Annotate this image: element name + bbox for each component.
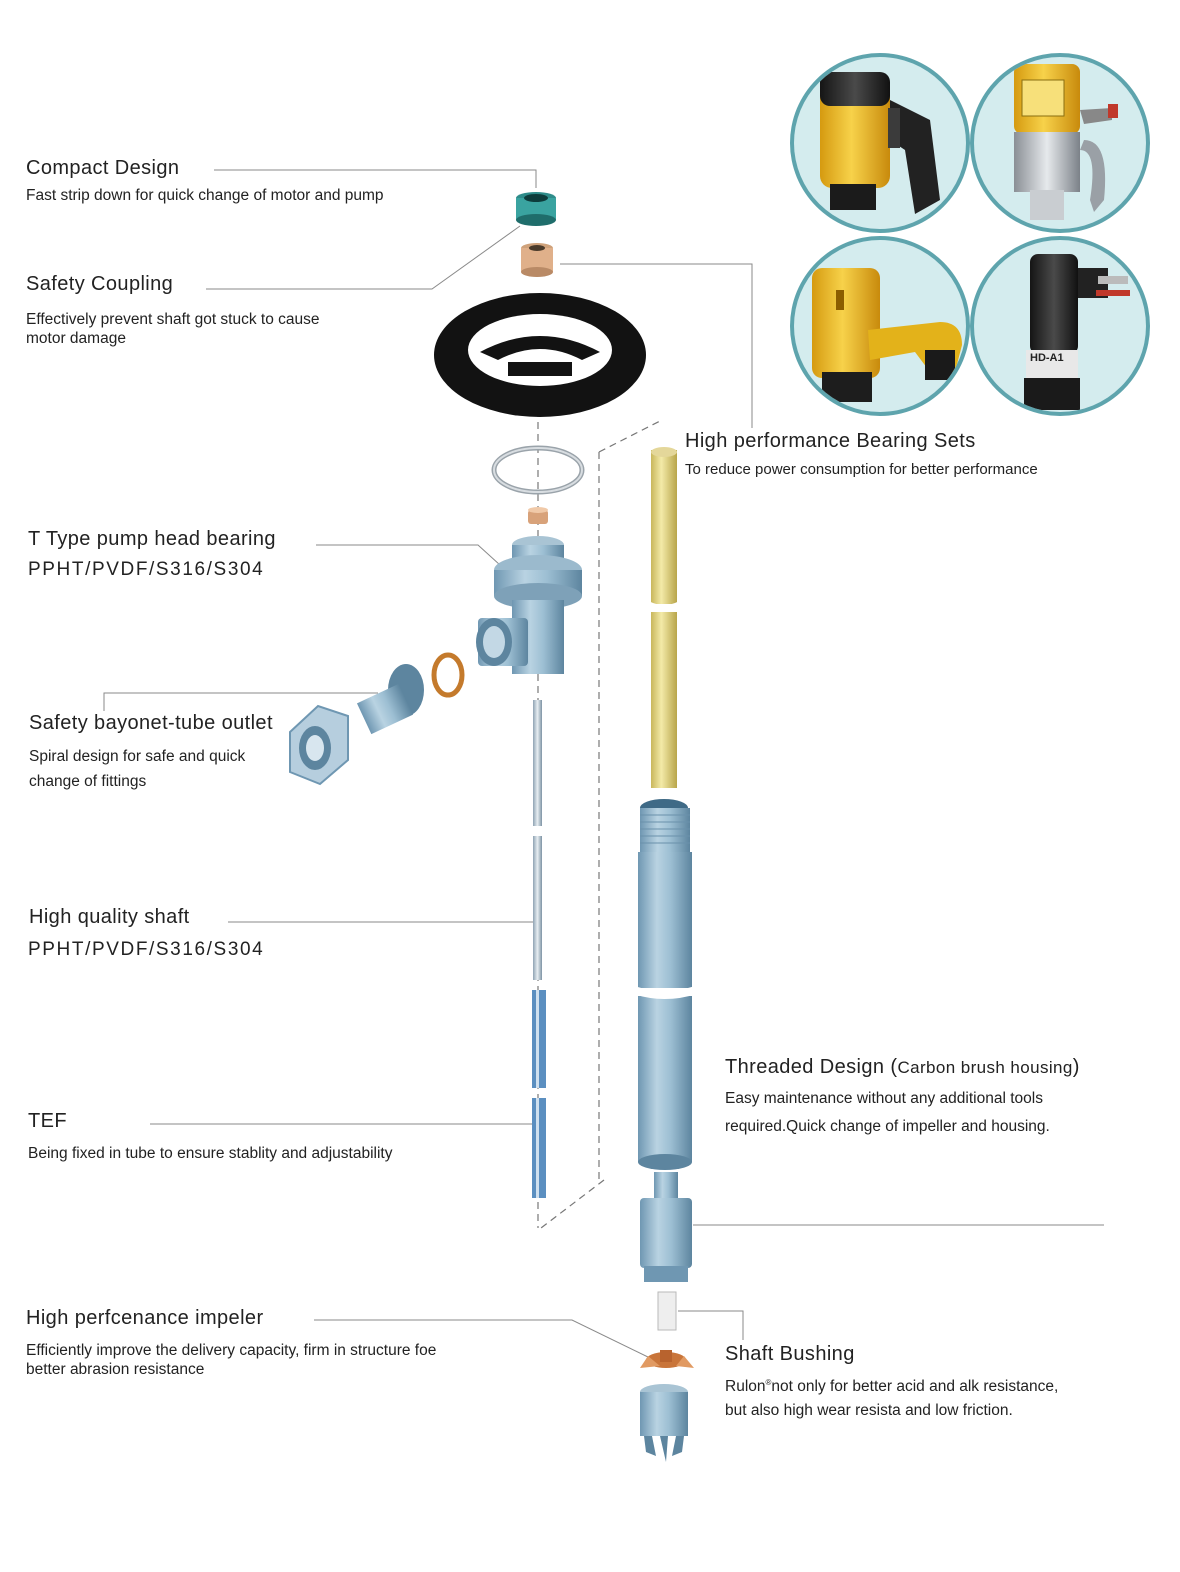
- bayonet-nut: [289, 704, 349, 786]
- pump-housing: [640, 1172, 692, 1282]
- threaded-design-title-main: Threaded Design: [725, 1056, 885, 1078]
- threaded-design-paren-text: Carbon brush housing: [897, 1058, 1073, 1077]
- model-plate-hd-a1: HD-A1: [1030, 352, 1064, 364]
- t-type-bearing-spec: PPHT/PVDF/S316/S304: [28, 559, 265, 580]
- leader-compact-design: [214, 169, 537, 188]
- compact-design-desc: Fast strip down for quick change of moto…: [26, 187, 384, 204]
- shaft-bushing-part: [657, 1291, 677, 1331]
- registered-mark: ®: [765, 1378, 772, 1387]
- compact-coupling-part: [516, 192, 556, 226]
- threaded-design-desc-1: Easy maintenance without any additional …: [725, 1090, 1043, 1107]
- motor-photo-3: [790, 236, 970, 416]
- t-type-pump-head: [476, 536, 582, 674]
- leader-impeller: [314, 1319, 651, 1359]
- bayonet-outlet-desc-1: Spiral design for safe and quick: [29, 748, 246, 765]
- bearing-sets-title: High performance Bearing Sets: [685, 430, 976, 452]
- threaded-design-paren-open: (: [890, 1056, 898, 1078]
- tef-tube-segments: [532, 990, 546, 1198]
- hose-barb-fitting: [356, 664, 424, 735]
- bearing-sets-desc: To reduce power consumption for better p…: [685, 461, 1038, 478]
- compact-design-title: Compact Design: [26, 157, 180, 179]
- leader-safety-coupling: [206, 225, 521, 290]
- safety-coupling-desc-1: Effectively prevent shaft got stuck to c…: [26, 311, 320, 328]
- safety-coupling-title: Safety Coupling: [26, 273, 174, 295]
- motor-photo-1: [790, 53, 970, 233]
- shaft-bushing-desc-1-rest: not only for better acid and alk resista…: [771, 1378, 1059, 1396]
- threaded-design-paren-close: ): [1072, 1056, 1080, 1078]
- inlet-foot: [640, 1384, 688, 1462]
- bayonet-outlet-desc-2: change of fittings: [29, 773, 147, 790]
- rubber-gasket-disc: [434, 293, 646, 417]
- threaded-design-desc-2: required.Quick change of impeller and ho…: [725, 1118, 1050, 1135]
- drive-shaft: [532, 700, 543, 980]
- safety-coupling-desc-2: motor damage: [26, 330, 126, 347]
- outer-tube: [632, 799, 698, 1170]
- shaft-spec: PPHT/PVDF/S316/S304: [28, 939, 265, 960]
- bayonet-outlet-title: Safety bayonet-tube outlet: [29, 712, 273, 734]
- leader-bearing-sets: [560, 263, 753, 428]
- shaft-bushing-title: Shaft Bushing: [725, 1343, 855, 1365]
- impeller-desc-1: Efficiently improve the delivery capacit…: [26, 1342, 437, 1359]
- shaft-bushing-desc-2: but also high wear resista and low frict…: [725, 1402, 1013, 1419]
- impeller-part: [640, 1350, 694, 1368]
- impeller-title: High perfcenance impeler: [26, 1307, 264, 1329]
- tef-title: TEF: [28, 1110, 67, 1132]
- safety-coupling-part: [521, 243, 553, 277]
- shaft-bushing-desc-1: Rulon®not only for better acid and alk r…: [725, 1369, 1058, 1401]
- leader-bayonet-outlet: [103, 692, 378, 711]
- leader-lines: [103, 169, 1104, 1359]
- threaded-design-title: Threaded Design (Carbon brush housing): [725, 1056, 1080, 1079]
- snap-ring: [491, 445, 585, 495]
- motor-photo-4: [970, 236, 1150, 416]
- shaft-title: High quality shaft: [29, 906, 190, 928]
- bearing-set-tube: [646, 447, 682, 788]
- tef-desc: Being fixed in tube to ensure stablity a…: [28, 1145, 393, 1162]
- motor-photo-2: [970, 53, 1150, 233]
- t-type-bearing-title: T Type pump head bearing: [28, 528, 276, 550]
- leader-shaft-bushing: [678, 1310, 744, 1340]
- shaft-bushing-brand: Rulon: [725, 1378, 766, 1396]
- leader-t-type-bearing: [316, 544, 501, 566]
- impeller-desc-2: better abrasion resistance: [26, 1361, 205, 1378]
- o-ring: [431, 652, 465, 698]
- small-bearing: [528, 507, 548, 524]
